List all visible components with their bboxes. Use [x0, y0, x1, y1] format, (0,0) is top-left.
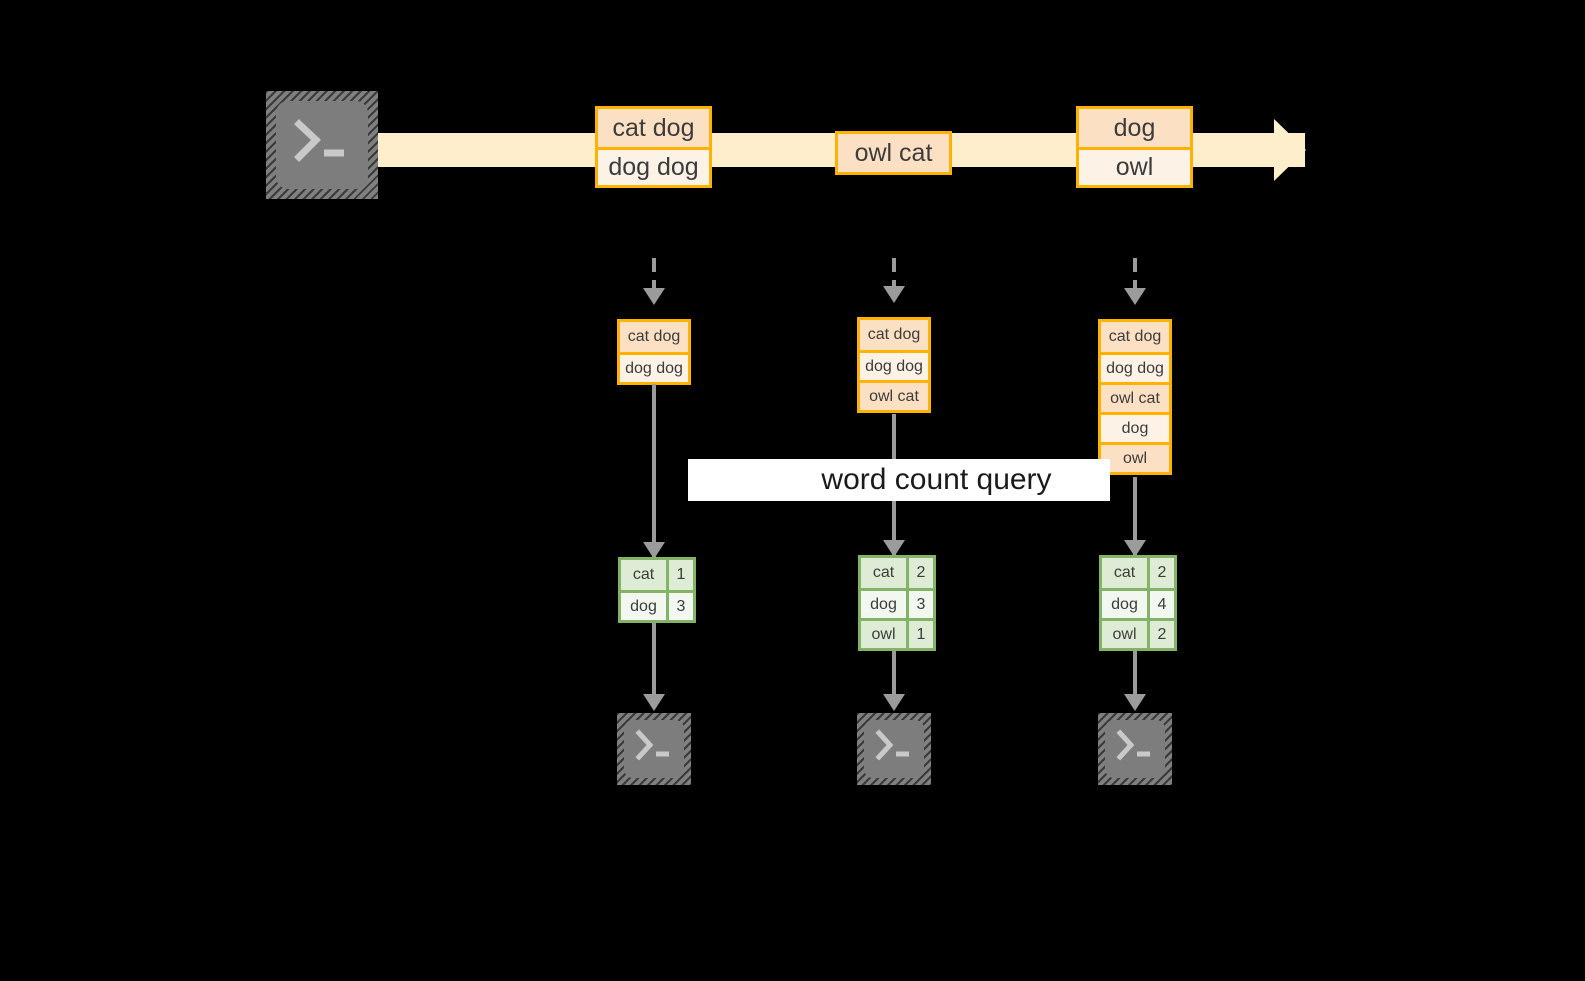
sink-terminal-icon	[1098, 713, 1172, 785]
input-table[interactable]: cat dog dog dog	[617, 319, 691, 385]
result-count-cell: 1	[666, 560, 693, 590]
input-table-row: dog dog	[620, 352, 688, 382]
result-count-cell: 2	[1147, 558, 1174, 588]
sink-terminal-icon	[857, 713, 931, 785]
result-table-row: dog 3	[861, 588, 933, 618]
result-table[interactable]: cat 2 dog 3 owl 1	[858, 555, 936, 651]
sink-arrow-head-icon	[1124, 694, 1146, 711]
terminal-screen	[864, 720, 924, 778]
result-count-cell: 1	[906, 621, 933, 648]
result-table-row: cat 2	[861, 558, 933, 588]
query-label: word count query	[821, 463, 1052, 496]
input-table-row: dog dog	[860, 350, 928, 380]
input-table[interactable]: cat dog dog dog owl cat	[857, 317, 931, 413]
result-table-row: cat 2	[1102, 558, 1174, 588]
input-table-row: dog dog	[1101, 352, 1169, 382]
result-table-row: cat 1	[621, 560, 693, 590]
terminal-screen	[276, 101, 368, 189]
input-table-row: owl	[1101, 442, 1169, 472]
stream-message-row: dog	[1079, 109, 1190, 147]
result-table[interactable]: cat 2 dog 4 owl 2	[1099, 555, 1177, 651]
input-table-row: owl cat	[1101, 382, 1169, 412]
snapshot-trigger-arrow-line	[1133, 258, 1137, 302]
terminal-screen	[1105, 720, 1165, 778]
input-table-row: cat dog	[1101, 322, 1169, 352]
result-word-cell: cat	[1102, 558, 1147, 588]
terminal-prompt-glyph	[294, 119, 344, 162]
input-table-row: owl cat	[860, 380, 928, 410]
input-table-row: cat dog	[860, 320, 928, 350]
sink-arrow-head-icon	[883, 694, 905, 711]
query-arrow-line	[652, 384, 656, 559]
stream-message-row: dog dog	[598, 147, 709, 185]
result-count-cell: 3	[906, 591, 933, 618]
result-count-cell: 3	[666, 593, 693, 620]
result-word-cell: dog	[861, 591, 906, 618]
sink-arrow-head-icon	[643, 694, 665, 711]
result-table-row: dog 3	[621, 590, 693, 620]
snapshot-trigger-arrow-line	[892, 258, 896, 300]
result-table-row: owl 1	[861, 618, 933, 648]
input-table-row: dog	[1101, 412, 1169, 442]
result-word-cell: cat	[861, 558, 906, 588]
sink-arrow-line	[1133, 651, 1137, 700]
query-label-band: word count query	[688, 459, 1110, 501]
stream-message-row: owl cat	[838, 134, 949, 172]
snapshot-trigger-arrow-head-icon	[1124, 288, 1146, 305]
result-word-cell: owl	[861, 621, 906, 648]
result-table-row: dog 4	[1102, 588, 1174, 618]
query-arrow-head-icon	[643, 542, 665, 559]
query-arrow-line	[1133, 477, 1137, 559]
result-word-cell: dog	[1102, 591, 1147, 618]
stream-message[interactable]: cat dog dog dog	[595, 106, 712, 188]
terminal-screen	[624, 720, 684, 778]
result-count-cell: 4	[1147, 591, 1174, 618]
result-word-cell: dog	[621, 593, 666, 620]
snapshot-trigger-arrow-line	[652, 258, 656, 302]
result-count-cell: 2	[1147, 621, 1174, 648]
result-count-cell: 2	[906, 558, 933, 588]
stream-message[interactable]: dog owl	[1076, 106, 1193, 188]
terminal-prompt-glyph	[635, 729, 669, 761]
stream-message-row: cat dog	[598, 109, 709, 147]
input-table[interactable]: cat dog dog dog owl cat dog owl	[1098, 319, 1172, 475]
stream-message-row: owl	[1079, 147, 1190, 185]
input-table-row: cat dog	[620, 322, 688, 352]
result-table[interactable]: cat 1 dog 3	[618, 557, 696, 623]
snapshot-trigger-arrow-head-icon	[643, 288, 665, 305]
terminal-prompt-glyph	[875, 729, 909, 761]
stream-arrowhead-icon	[1274, 119, 1306, 181]
sink-arrow-line	[652, 623, 656, 700]
snapshot-trigger-arrow-head-icon	[883, 286, 905, 303]
query-arrow-head-icon	[1124, 540, 1146, 557]
sink-terminal-icon	[617, 713, 691, 785]
stream-message[interactable]: owl cat	[835, 131, 952, 175]
result-table-row: owl 2	[1102, 618, 1174, 648]
source-terminal-icon	[266, 91, 378, 199]
result-word-cell: owl	[1102, 621, 1147, 648]
sink-arrow-line	[892, 651, 896, 700]
terminal-prompt-glyph	[1116, 729, 1150, 761]
query-arrow-head-icon	[883, 540, 905, 557]
result-word-cell: cat	[621, 560, 666, 590]
